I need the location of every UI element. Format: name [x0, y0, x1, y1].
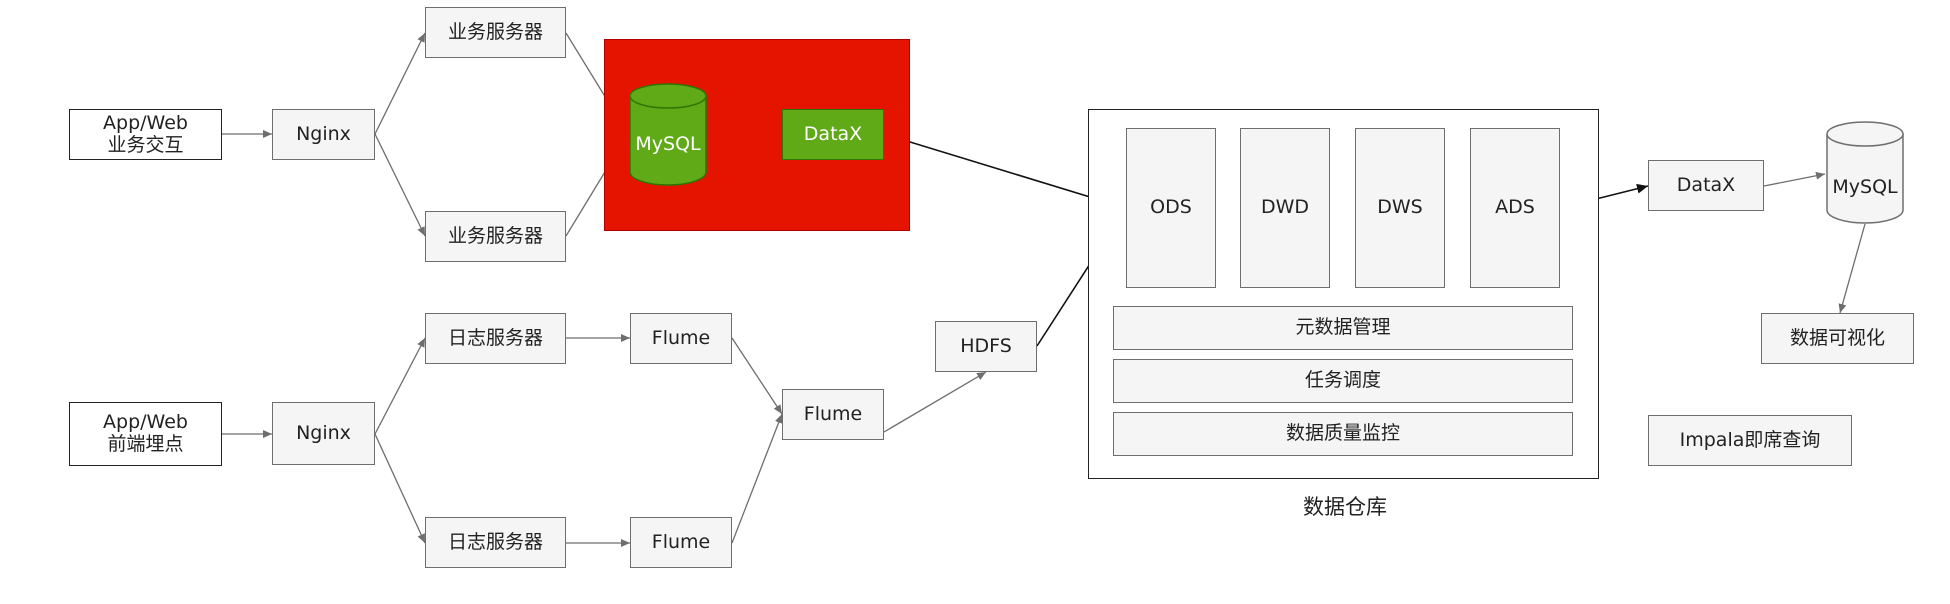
data-quality-monitoring-bar: 数据质量监控 — [1113, 412, 1573, 456]
edge-aggregator-to-hdfs — [883, 371, 987, 433]
edge-nginx-to-logserver-bottom — [374, 433, 426, 544]
nginx-log-node: Nginx — [272, 402, 375, 465]
edge-flume-top-to-aggregator — [731, 337, 783, 415]
app-web-interaction-line2: 业务交互 — [107, 133, 184, 156]
warehouse-layer-ods: ODS — [1126, 128, 1216, 288]
warehouse-layer-dws: DWS — [1355, 128, 1445, 288]
log-server-top-node: 日志服务器 — [425, 313, 566, 364]
app-web-tracking-line1: App/Web — [103, 411, 188, 434]
app-web-interaction-node: App/Web 业务交互 — [69, 109, 222, 160]
warehouse-layer-ads: ADS — [1470, 128, 1560, 288]
edge-datax-to-ods — [883, 133, 1127, 210]
log-server-bottom-node: 日志服务器 — [425, 517, 566, 568]
edge-nginx-to-bizserver-top — [374, 32, 426, 135]
app-web-interaction-line1: App/Web — [103, 111, 188, 134]
mysql-source-label: MySQL — [635, 133, 701, 156]
flume-collector-top-node: Flume — [630, 313, 732, 364]
business-server-bottom-node: 业务服务器 — [425, 211, 566, 262]
datax-export-node: DataX — [1648, 160, 1764, 211]
flume-aggregator-node: Flume — [782, 389, 884, 440]
impala-adhoc-query-node: Impala即席查询 — [1648, 415, 1852, 466]
edge-flume-bottom-to-aggregator — [731, 413, 783, 544]
app-web-tracking-node: App/Web 前端埋点 — [69, 402, 222, 466]
edge-nginx-to-logserver-top — [374, 337, 426, 435]
mysql-target-cylinder-icon — [1826, 121, 1904, 224]
datax-sync-node: DataX — [782, 109, 884, 160]
warehouse-layer-dwd: DWD — [1240, 128, 1330, 288]
app-web-tracking-line2: 前端埋点 — [107, 433, 184, 455]
edge-nginx-to-bizserver-bottom — [374, 133, 426, 237]
business-server-top-node: 业务服务器 — [425, 7, 566, 58]
edge-mysql-to-visualization — [1838, 223, 1866, 314]
warehouse-caption: 数据仓库 — [1303, 495, 1387, 519]
nginx-business-node: Nginx — [272, 109, 375, 160]
data-visualization-node: 数据可视化 — [1761, 313, 1914, 364]
task-scheduling-bar: 任务调度 — [1113, 359, 1573, 403]
mysql-source-cylinder-icon — [629, 83, 707, 186]
mysql-target-label: MySQL — [1832, 176, 1898, 199]
edge-datax-export-to-mysql — [1763, 171, 1826, 187]
flume-collector-bottom-node: Flume — [630, 517, 732, 568]
metadata-management-bar: 元数据管理 — [1113, 306, 1573, 350]
hdfs-node: HDFS — [935, 321, 1037, 372]
